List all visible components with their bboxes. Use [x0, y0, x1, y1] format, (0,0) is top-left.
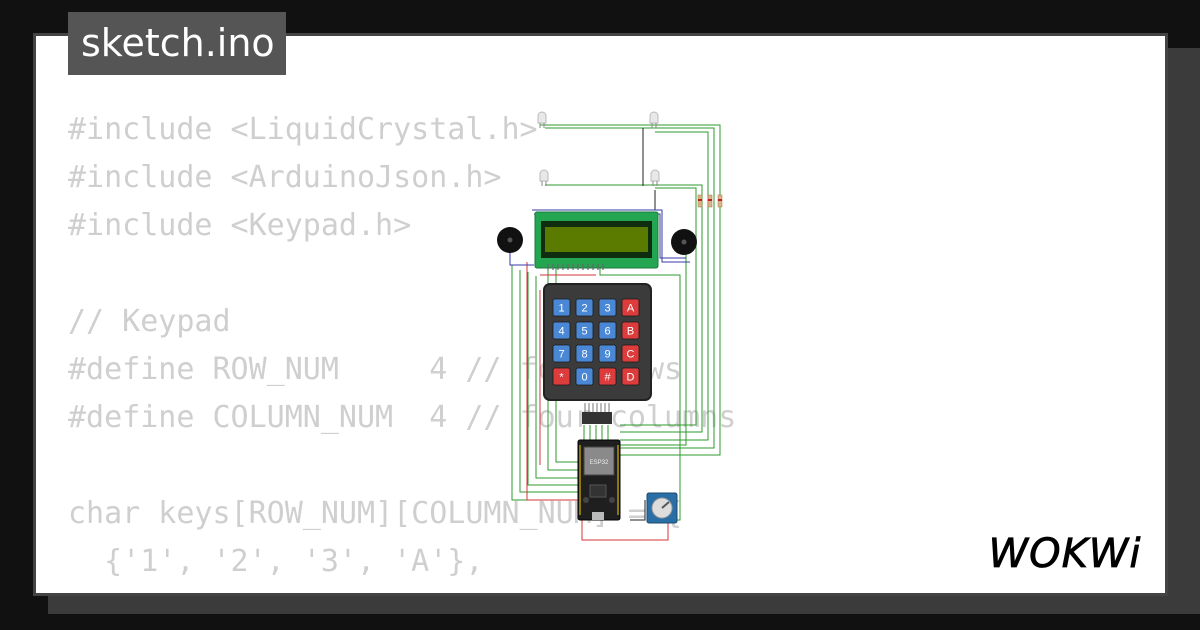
wokwi-logo: WOKWi [988, 531, 1142, 578]
keypad-key-label: * [559, 372, 564, 384]
code-line: // Keypad [68, 304, 231, 339]
code-preview: #include <LiquidCrystal.h> #include <Ardu… [68, 106, 737, 593]
keypad-pins [584, 403, 610, 412]
esp32-label: ESP32 [590, 460, 609, 466]
keypad-key[interactable]: 5 [575, 321, 594, 340]
keypad-key-label: 3 [604, 303, 610, 315]
wokwi-logo-text: WOKWi [989, 531, 1142, 577]
wire [583, 425, 609, 440]
esp32-board[interactable]: ESP32 [577, 439, 621, 521]
keypad-key-label: 8 [581, 349, 587, 361]
led-icon[interactable] [649, 111, 659, 128]
led-icon[interactable] [539, 169, 549, 186]
code-line: #define COLUMN_NUM 4 // four columns [68, 400, 737, 435]
keypad-key[interactable]: 7 [552, 344, 571, 363]
wire [532, 209, 690, 263]
keypad-key[interactable]: D [621, 367, 640, 386]
keypad-key[interactable]: 0 [575, 367, 594, 386]
wire [519, 270, 580, 493]
led-row-bottom [539, 169, 660, 186]
resistors [697, 194, 723, 208]
keypad-key-label: 2 [581, 303, 587, 315]
code-line: {'4', '5', '6', 'B'}, [68, 586, 736, 593]
keypad-key-label: 1 [558, 303, 564, 315]
usb-port [592, 512, 604, 520]
keypad-key[interactable]: B [621, 321, 640, 340]
wire [535, 276, 580, 479]
lcd-display[interactable] [534, 211, 659, 270]
led-row-top [537, 111, 659, 128]
keypad-key-label: C [627, 349, 635, 361]
resistor-band [718, 199, 722, 201]
lcd-pins [547, 264, 604, 270]
wire [527, 272, 580, 486]
code-line: char keys[ROW_NUM][COLUMN_NUM] = { [68, 496, 683, 531]
code-line [68, 442, 736, 490]
keypad-key-label: 9 [604, 349, 610, 361]
filename-tab[interactable]: sketch.ino [68, 12, 286, 75]
button-icon[interactable] [609, 497, 615, 503]
potentiometer[interactable] [646, 492, 678, 524]
esp32-pins [579, 445, 619, 515]
keypad-key-label: B [627, 326, 634, 338]
keypad: 1 2 3 A 4 5 6 B 7 8 9 C * 0 # D [543, 283, 652, 424]
buzzer-icon[interactable] [671, 229, 697, 255]
buzzer-icon[interactable] [497, 227, 523, 253]
keypad-key-label: # [604, 372, 611, 384]
led-icon[interactable] [650, 169, 660, 186]
code-line: #include <Keypad.h> [68, 208, 412, 243]
keypad-key[interactable]: * [552, 367, 571, 386]
keypad-key[interactable]: C [621, 344, 640, 363]
wire [540, 124, 721, 456]
led-icon[interactable] [537, 111, 547, 128]
keypad-key[interactable]: 2 [575, 298, 594, 317]
wire [545, 127, 715, 449]
keypad-key[interactable]: 9 [598, 344, 617, 363]
resistor-band [698, 199, 702, 201]
button-icon[interactable] [583, 497, 589, 503]
lcd-screen [545, 227, 648, 252]
wire [620, 187, 697, 426]
wire [545, 184, 703, 433]
keypad-key-label: 0 [581, 372, 587, 384]
keypad-key-label: 5 [581, 326, 587, 338]
keypad-connector [582, 412, 612, 424]
keypad-key[interactable]: 6 [598, 321, 617, 340]
keypad-keys: 1 2 3 A 4 5 6 B 7 8 9 C * 0 # D [552, 298, 640, 386]
keypad-key[interactable]: A [621, 298, 640, 317]
wire [630, 500, 646, 521]
wire [526, 262, 580, 501]
keypad-key[interactable]: 1 [552, 298, 571, 317]
keypad-key-label: 6 [604, 326, 610, 338]
wire [620, 255, 687, 446]
keypad-key[interactable]: 3 [598, 298, 617, 317]
keypad-key[interactable]: 8 [575, 344, 594, 363]
keypad-key-label: D [627, 372, 635, 384]
code-line: #include <ArduinoJson.h> [68, 160, 502, 195]
code-line: {'1', '2', '3', 'A'}, [68, 544, 484, 579]
keypad-key-label: 4 [558, 326, 564, 338]
keypad-key[interactable]: 4 [552, 321, 571, 340]
keypad-key-label: A [627, 303, 635, 315]
code-line: #include <LiquidCrystal.h> [68, 112, 538, 147]
wire [509, 252, 534, 266]
resistor-band [708, 199, 712, 201]
keypad-key[interactable]: # [598, 367, 617, 386]
wire [620, 131, 709, 441]
keypad-key-label: 7 [558, 349, 564, 361]
